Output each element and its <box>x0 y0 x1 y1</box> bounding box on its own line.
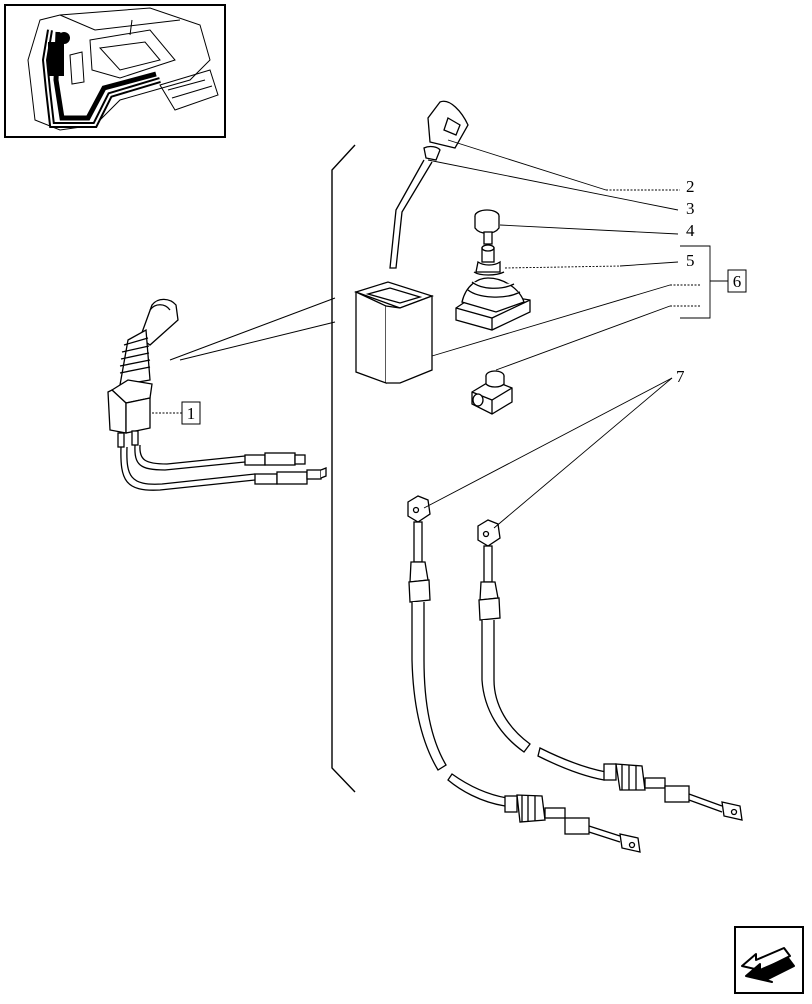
rubber-boot <box>455 244 531 331</box>
callout-1: 1 <box>181 401 201 425</box>
callout-2-label: 2 <box>686 177 695 196</box>
control-cables <box>407 495 743 853</box>
block-fitting <box>471 370 513 415</box>
callout-6-label: 6 <box>733 272 742 291</box>
callout-5-label: 5 <box>686 251 695 270</box>
knob <box>474 209 500 245</box>
callout-3-label: 3 <box>686 199 695 218</box>
joystick-leader-b <box>179 321 336 361</box>
callout-4-label: 4 <box>686 221 695 240</box>
arrow-next-icon <box>734 926 804 994</box>
sleeve <box>353 281 434 384</box>
joystick-assembly <box>107 298 327 491</box>
callout-7-label: 7 <box>676 367 685 386</box>
gear-lever <box>389 100 469 269</box>
leader-lines <box>152 139 728 529</box>
joystick-leader-a <box>169 297 336 361</box>
callout-6: 6 <box>727 269 747 293</box>
callout-1-label: 1 <box>187 404 196 423</box>
locator-thumbnail <box>4 4 226 138</box>
group-bracket <box>331 144 356 793</box>
next-page-button[interactable] <box>734 926 804 994</box>
